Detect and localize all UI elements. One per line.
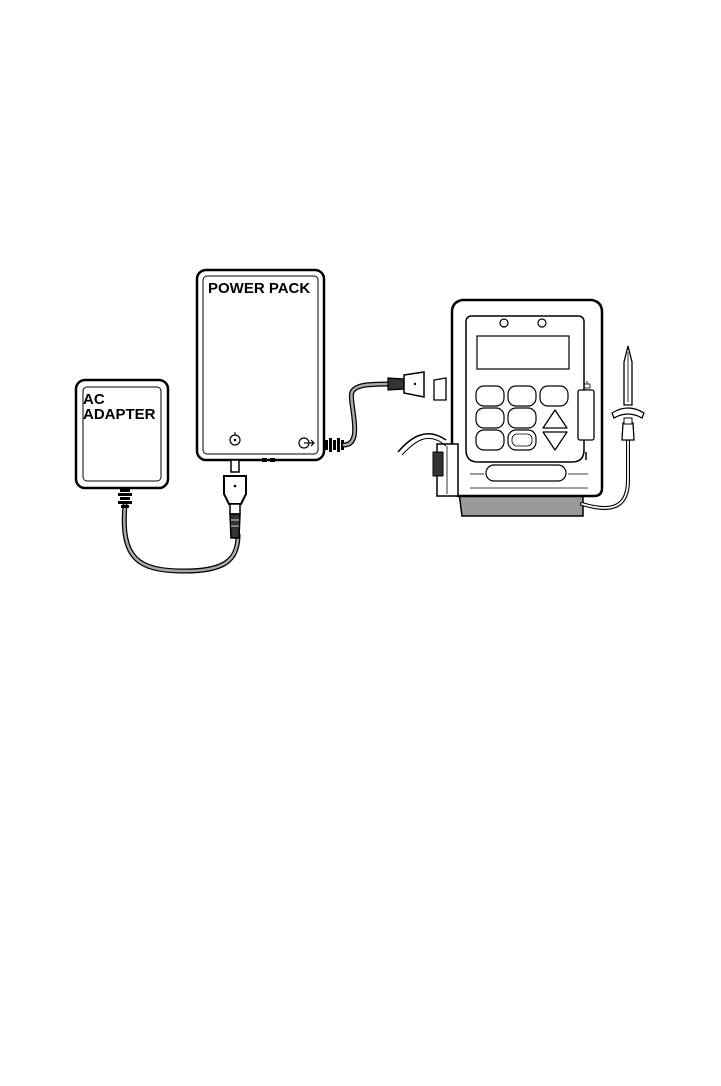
ac-adapter-strain-relief [118, 488, 132, 508]
indicator-light-left [500, 319, 508, 327]
ac-adapter-label-line2: ADAPTER [83, 406, 156, 423]
ac-adapter: AC ADAPTER [76, 380, 168, 508]
pump-power-plug [388, 372, 424, 397]
infusion-pump [433, 300, 602, 516]
keypad-key-4[interactable] [476, 408, 504, 428]
power-pack-input-plug [224, 460, 246, 538]
keypad-key-5[interactable] [508, 408, 536, 428]
indicator-light-right [538, 319, 546, 327]
ac-adapter-cable [124, 505, 238, 571]
cassette-slot [486, 465, 566, 481]
keypad-key-6[interactable] [476, 430, 504, 450]
power-pack: POWER PACK [197, 270, 324, 462]
iv-spike [612, 346, 644, 440]
keypad-key-1[interactable] [476, 386, 504, 406]
keypad-key-3[interactable] [540, 386, 568, 406]
power-pack-output-strain-relief [324, 438, 344, 452]
tubing-clamp [433, 444, 458, 496]
power-pack-label: POWER PACK [208, 280, 310, 297]
side-latch[interactable] [578, 390, 594, 440]
keypad-key-2[interactable] [508, 386, 536, 406]
pump-display [477, 336, 569, 369]
